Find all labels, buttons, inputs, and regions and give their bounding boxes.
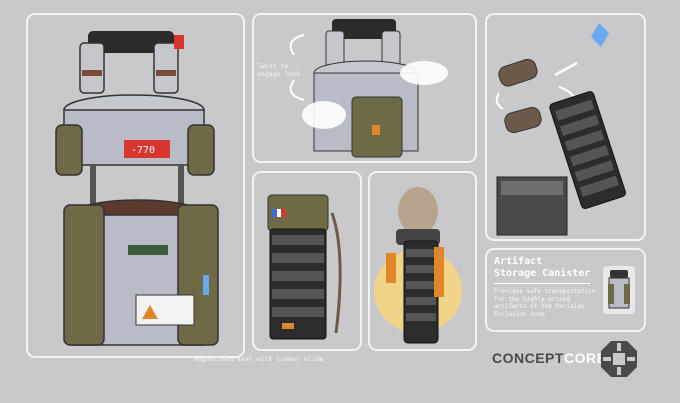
info-title-line1: Artifact: [494, 256, 543, 267]
info-title-line2: Storage Canister: [494, 268, 591, 279]
brand-emblem-icon: [601, 341, 637, 377]
panel-info: Artifact Storage Canister Provides safe …: [485, 248, 646, 332]
canister-back-illustration: [267, 194, 342, 340]
panel-artifact-loading: [485, 13, 646, 241]
brand-text-right: CORE: [563, 350, 607, 366]
canister-number-label: -770: [131, 145, 155, 156]
artifact-loading-illustration: [495, 23, 626, 236]
info-title: Artifact Storage Canister: [494, 256, 590, 280]
panel-twist-lock: [252, 13, 477, 163]
canister-thumbnail: [603, 266, 635, 314]
canister-main-illustration: -770: [55, 31, 219, 346]
twist-caption: Twist to engage lock: [257, 62, 301, 78]
backpack-wearer-illustration: [374, 187, 462, 344]
info-divider: [494, 283, 590, 284]
info-description: Provides safe transportation for the hig…: [494, 288, 596, 318]
twist-lock-illustration: [289, 19, 448, 158]
brand-logo-text: CONCEPTCORE: [492, 350, 606, 366]
panel-main-canister: -770: [26, 13, 245, 358]
brand-text-left: CONCEPT: [492, 350, 564, 366]
panel-backpack-wearer: [368, 171, 477, 351]
seal-caption: Magnetised seal with linear slide: [194, 355, 324, 363]
panel-canister-back: [252, 171, 362, 351]
